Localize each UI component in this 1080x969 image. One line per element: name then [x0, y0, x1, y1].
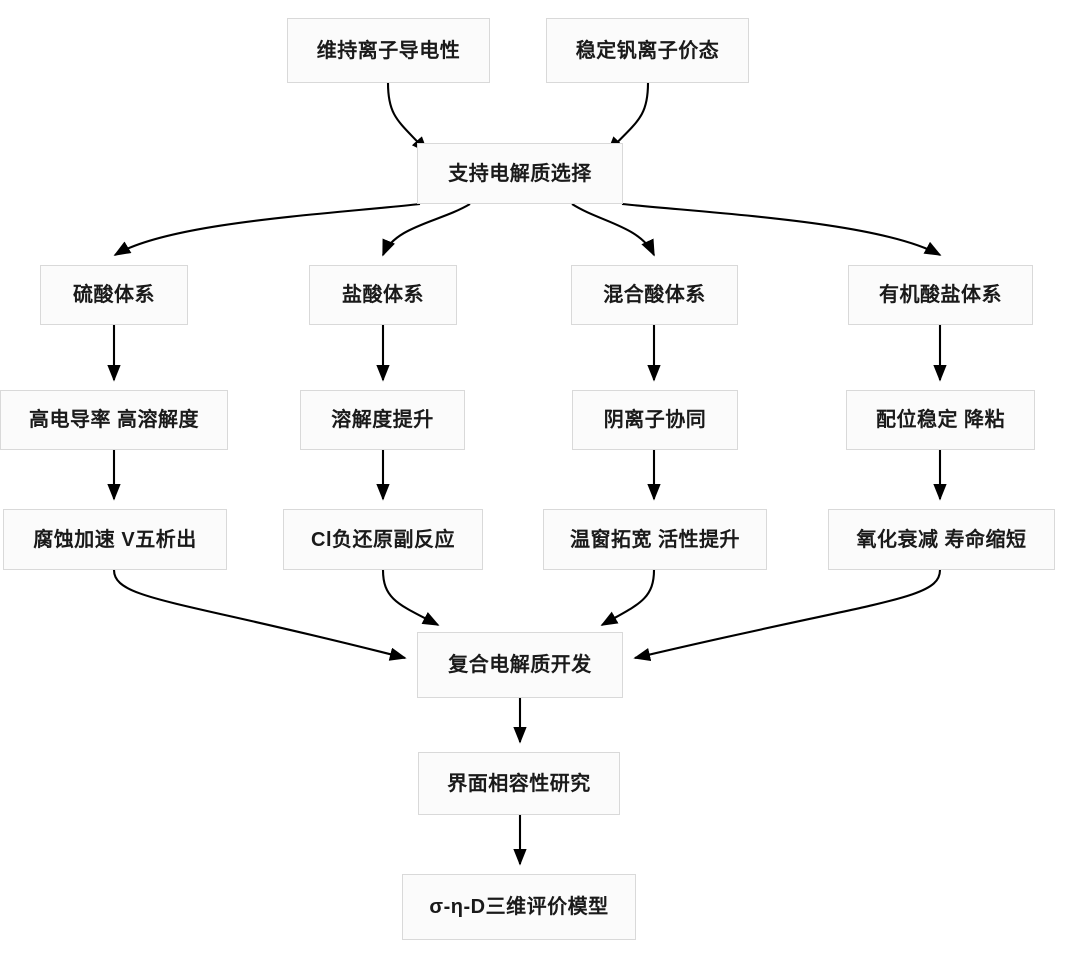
edge-n15-n16: [633, 569, 942, 662]
node-n17[interactable]: 界面相容性研究: [418, 752, 620, 815]
node-n8[interactable]: 高电导率 高溶解度: [0, 390, 228, 450]
node-n2[interactable]: 稳定钒离子价态: [546, 18, 749, 83]
node-n18[interactable]: σ-η-D三维评价模型: [402, 874, 636, 940]
edge-n14-n16: [600, 569, 656, 626]
node-label: 高电导率 高溶解度: [28, 409, 200, 431]
node-label: 有机酸盐体系: [879, 284, 1002, 306]
node-label: 维持离子导电性: [316, 39, 461, 62]
node-n12[interactable]: 腐蚀加速 V五析出: [3, 509, 227, 570]
node-n15[interactable]: 氧化衰减 寿命缩短: [828, 509, 1055, 570]
edge-n3-n5: [382, 203, 471, 257]
node-label: Cl负还原副反应: [311, 528, 455, 551]
node-n10[interactable]: 阴离子协同: [572, 390, 738, 450]
node-label: 腐蚀加速 V五析出: [33, 528, 197, 551]
node-n7[interactable]: 有机酸盐体系: [848, 265, 1033, 325]
node-n9[interactable]: 溶解度提升: [300, 390, 465, 450]
node-n3[interactable]: 支持电解质选择: [417, 143, 623, 204]
node-label: 混合酸体系: [603, 284, 706, 306]
node-label: σ-η-D三维评价模型: [429, 896, 609, 918]
node-n16[interactable]: 复合电解质开发: [417, 632, 623, 698]
node-n6[interactable]: 混合酸体系: [571, 265, 738, 325]
edge-n2-n3: [606, 82, 650, 154]
node-label: 阴离子协同: [603, 409, 707, 431]
edge-n12-n16: [112, 569, 407, 661]
edge-n3-n7: [621, 202, 942, 256]
node-label: 配位稳定 降粘: [875, 409, 1006, 431]
node-n1[interactable]: 维持离子导电性: [287, 18, 490, 83]
node-label: 硫酸体系: [73, 284, 155, 306]
node-label: 复合电解质开发: [448, 654, 592, 676]
node-n5[interactable]: 盐酸体系: [309, 265, 457, 325]
node-label: 温窗拓宽 活性提升: [569, 528, 741, 551]
edge-n13-n16: [381, 569, 440, 626]
node-n14[interactable]: 温窗拓宽 活性提升: [543, 509, 767, 570]
node-n11[interactable]: 配位稳定 降粘: [846, 390, 1035, 450]
node-label: 稳定钒离子价态: [575, 39, 720, 62]
edge-n1-n3: [386, 82, 429, 154]
node-label: 盐酸体系: [342, 284, 424, 306]
node-n4[interactable]: 硫酸体系: [40, 265, 188, 325]
edge-n3-n4: [113, 202, 421, 256]
node-label: 界面相容性研究: [447, 772, 591, 795]
edge-n3-n6: [571, 203, 655, 257]
node-n13[interactable]: Cl负还原副反应: [283, 509, 483, 570]
node-label: 支持电解质选择: [448, 162, 592, 185]
node-label: 氧化衰减 寿命缩短: [856, 528, 1027, 551]
node-label: 溶解度提升: [331, 409, 434, 431]
